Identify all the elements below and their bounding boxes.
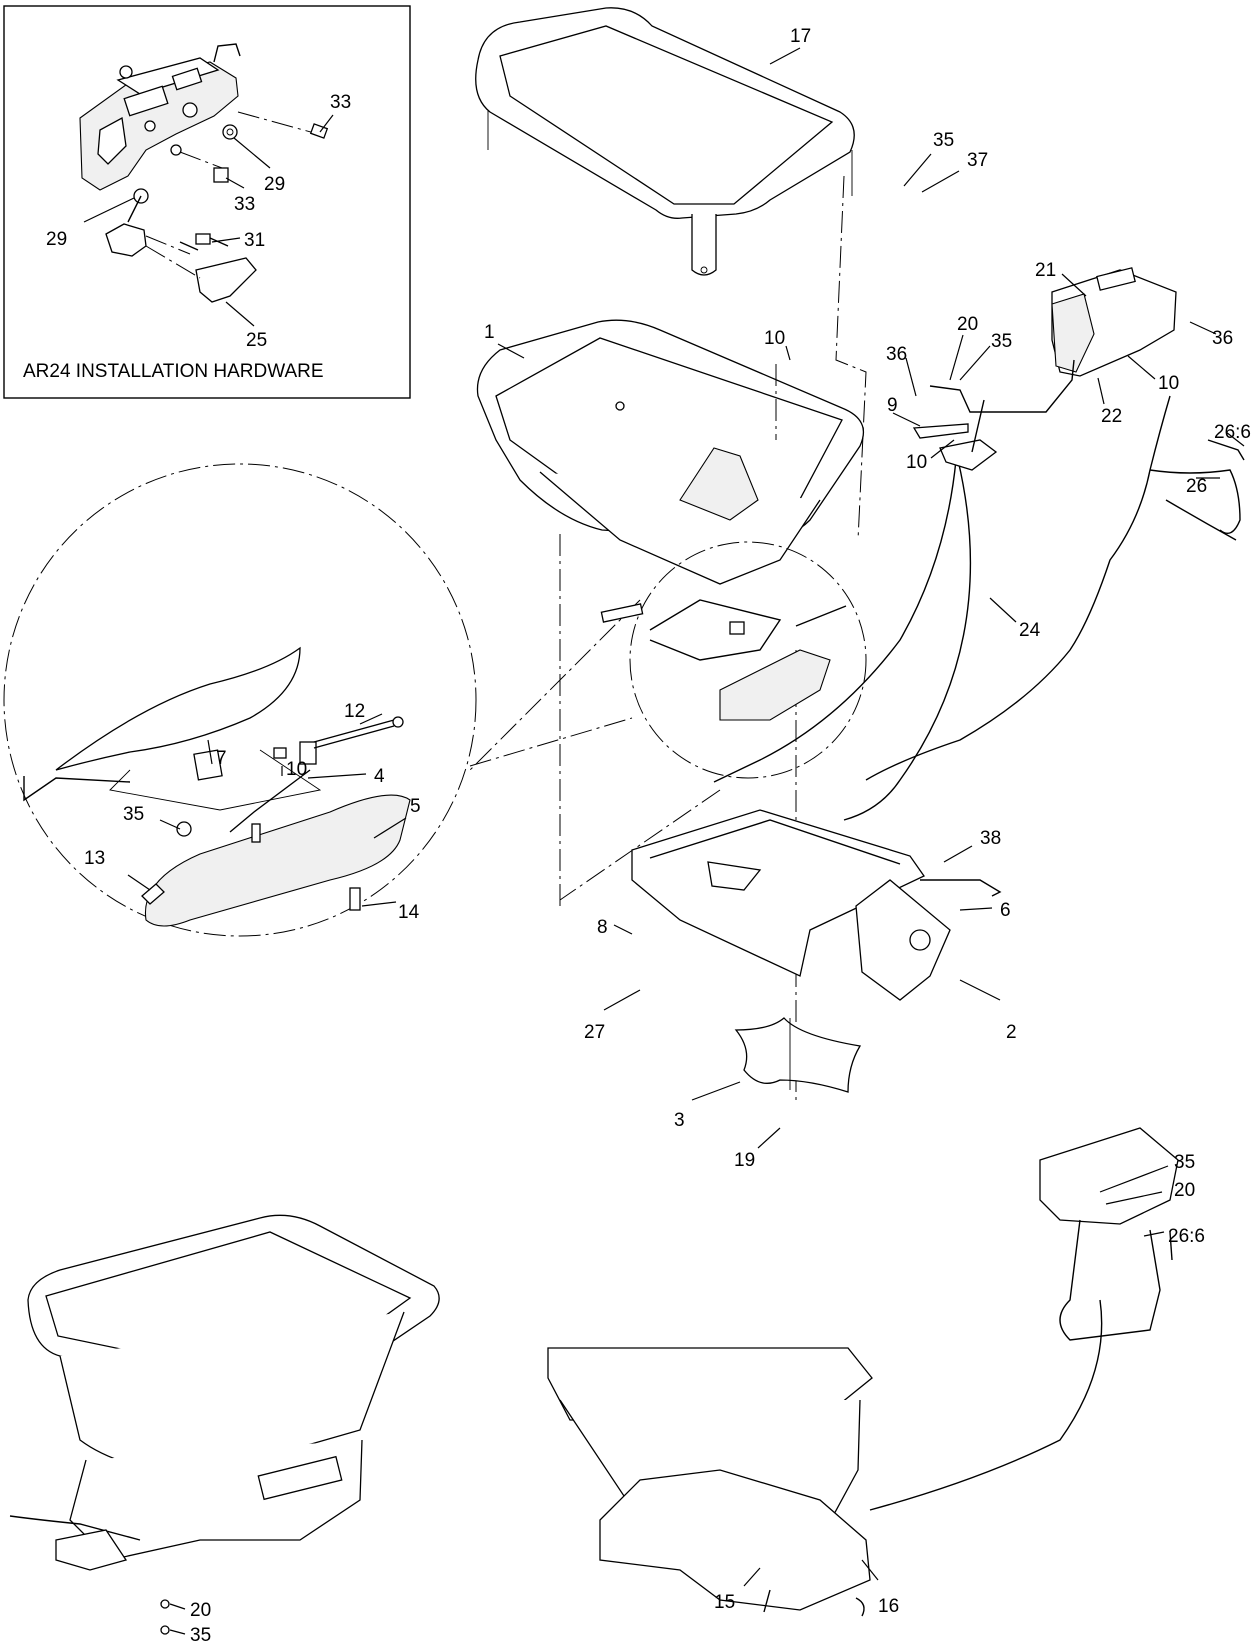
callout-37: 37 — [967, 150, 988, 171]
detail-circle-small — [629, 541, 867, 779]
callout-3: 3 — [674, 1110, 685, 1131]
frame — [631, 809, 1002, 1001]
callout-4: 4 — [374, 766, 385, 787]
callout-36: 36 — [1212, 328, 1233, 349]
callout-26: 26 — [1186, 476, 1207, 497]
assembled-view-left — [9, 1214, 440, 1635]
assembled-view-right — [547, 1127, 1179, 1617]
detail-connector — [469, 717, 633, 767]
inset-leaders — [83, 114, 334, 327]
callout-35: 35 — [933, 130, 954, 151]
callout-38: 38 — [980, 828, 1001, 849]
callout-14: 14 — [398, 902, 420, 923]
control-box — [929, 267, 1177, 413]
callout-17: 17 — [790, 26, 811, 47]
inset-callout-29a: 29 — [264, 174, 285, 195]
callout-1: 1 — [484, 322, 495, 343]
detail-circle-large — [3, 463, 477, 937]
control-cable — [713, 459, 972, 821]
inset-callout-31: 31 — [244, 230, 265, 251]
hopper — [476, 319, 865, 585]
callout-26-6: 26:6 — [1214, 422, 1251, 443]
callout-27: 27 — [584, 1022, 605, 1043]
callout-24: 24 — [1019, 620, 1041, 641]
spinner — [734, 1017, 862, 1093]
callout-16: 16 — [878, 1596, 899, 1617]
callout-15: 15 — [714, 1592, 735, 1613]
callout-20: 20 — [957, 314, 978, 335]
callout-2: 2 — [1006, 1022, 1017, 1043]
callout-8: 8 — [597, 917, 608, 938]
callout-20: 20 — [1174, 1180, 1195, 1201]
inset-panel: 33 29 33 29 31 25 AR24 INSTALLATION HARD… — [3, 5, 411, 399]
callout-35: 35 — [190, 1625, 211, 1642]
lever-assembly — [912, 399, 998, 471]
callout-9: 9 — [887, 395, 898, 416]
inset-caption: AR24 INSTALLATION HARDWARE — [23, 361, 324, 382]
callout-10: 10 — [1158, 373, 1179, 394]
inset-callout-25: 25 — [246, 330, 267, 351]
agitator-assembly-small — [600, 599, 847, 721]
inset-bracket-drawing — [79, 43, 241, 191]
callout-35: 35 — [1174, 1152, 1195, 1173]
callout-20: 20 — [190, 1600, 211, 1621]
wiring-harness — [865, 395, 1245, 781]
callout-21: 21 — [1035, 260, 1056, 281]
inset-callout-33b: 33 — [234, 194, 255, 215]
callout-7: 7 — [216, 748, 227, 769]
callout-13: 13 — [84, 848, 105, 869]
callout-26-6: 26:6 — [1168, 1226, 1205, 1247]
callout-19: 19 — [734, 1150, 755, 1171]
callout-10: 10 — [286, 759, 307, 780]
inset-hardware — [105, 111, 329, 303]
callout-22: 22 — [1101, 406, 1122, 427]
assembly-lines — [469, 175, 867, 1100]
callout-35: 35 — [991, 331, 1012, 352]
callout-labels: 17 35 37 21 36 1 10 20 35 36 9 10 22 10 … — [84, 26, 1251, 1642]
callout-35: 35 — [123, 804, 144, 825]
hopper-lid — [475, 7, 855, 276]
callout-5: 5 — [410, 796, 421, 817]
callout-12: 12 — [344, 701, 365, 722]
inset-callout-33a: 33 — [330, 92, 351, 113]
callout-10: 10 — [764, 328, 785, 349]
callout-36: 36 — [886, 344, 907, 365]
inset-callout-29b: 29 — [46, 229, 67, 250]
agitator-assembly-large — [23, 646, 411, 927]
leader-lines — [127, 47, 1245, 1635]
callout-10: 10 — [906, 452, 927, 473]
callout-6: 6 — [1000, 900, 1011, 921]
